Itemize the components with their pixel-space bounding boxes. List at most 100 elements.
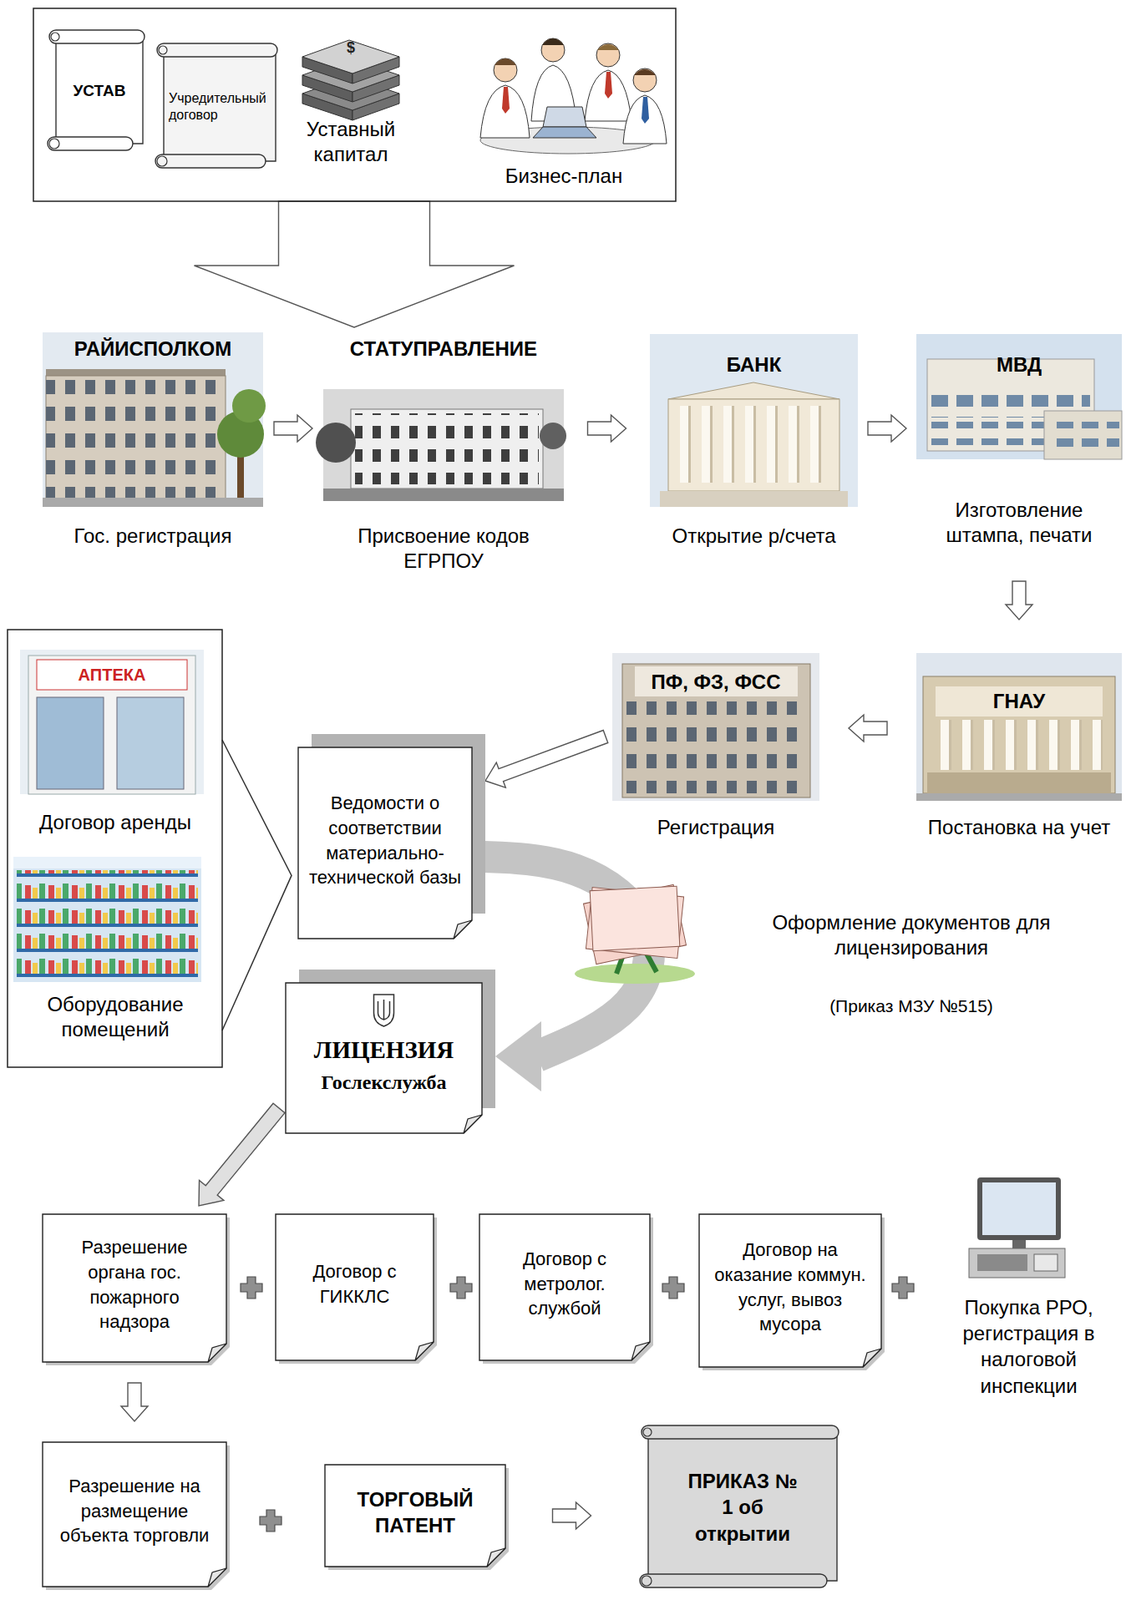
folded-corner — [486, 1548, 506, 1568]
node-text: РАЙИСПОЛКОМ — [42, 336, 264, 362]
block-arrow — [848, 715, 888, 742]
block-arrow — [588, 415, 627, 442]
scroll-document: УСТАВ — [45, 28, 148, 154]
raiispolkom-building — [42, 332, 266, 508]
building-node: РАЙИСПОЛКОМ Гос. регистрация — [42, 334, 264, 549]
node-subtext: Присвоение кодов ЕГРПОУ — [323, 523, 564, 574]
document-box: Договор с ГИККЛС — [275, 1214, 434, 1361]
document-box: Договор на оказание коммун. услуг, вывоз… — [699, 1214, 882, 1368]
document-folder-illustration — [574, 884, 695, 984]
picture-node: Покупка РРО, регистрация в налоговой инс… — [935, 1169, 1122, 1400]
document-box: Разрешение на размещение объекта торговл… — [42, 1442, 227, 1588]
emblem-trident — [378, 999, 391, 1020]
node-text: УСТАВ — [59, 81, 140, 102]
node-text: БАНК — [649, 352, 858, 378]
mvd-building — [916, 334, 1122, 460]
chevron-arrow — [222, 740, 292, 1031]
flow-connector — [588, 415, 627, 442]
order-scroll: ПРИКАЗ № 1 об открытии — [638, 1424, 842, 1592]
node-text: Покупка РРО, регистрация в налоговой инс… — [935, 1294, 1122, 1400]
scroll-curl — [643, 1428, 652, 1437]
scroll-top-roll — [157, 43, 278, 57]
scroll-bottom-roll — [639, 1574, 827, 1588]
node-text: ПРИКАЗ № 1 об открытии — [684, 1468, 801, 1547]
document-box: Договор с метролог. службой — [479, 1214, 650, 1361]
flow-connector — [1005, 581, 1033, 620]
cash-register-picture — [968, 1177, 1066, 1279]
document-outline — [298, 747, 472, 939]
container-box: Договор арендыОборудование помещений — [7, 629, 223, 1068]
reference-note: (Приказ МЗУ №515) — [727, 995, 1096, 1018]
document-outline — [42, 1214, 227, 1363]
business-team-illustration — [480, 38, 667, 154]
node-subtext: Регистрация — [612, 815, 820, 841]
emblem-shield — [374, 994, 395, 1027]
document-box: ТОРГОВЫЙ ПАТЕНТ — [324, 1465, 506, 1568]
block-arrow — [485, 730, 609, 788]
scroll-sheet — [163, 50, 276, 162]
block-arrow — [867, 415, 907, 442]
node-subtext: Постановка на учет — [916, 815, 1122, 841]
node-text: СТАТУПРАВЛЕНИЕ — [323, 336, 564, 362]
flow-connector — [485, 730, 609, 788]
container-box: УСТАВ Учредительный договорУставный капит… — [33, 8, 676, 202]
node-text: Ведомости о соответствии материально-тех… — [308, 791, 462, 891]
folded-corner — [453, 920, 472, 939]
box-border — [33, 8, 676, 202]
block-arrow — [552, 1502, 592, 1530]
block-arrow — [273, 415, 313, 442]
block-arrow — [121, 1383, 148, 1422]
building-node: ГНАУ Постановка на учет — [916, 653, 1122, 841]
document-outline — [479, 1214, 650, 1361]
license-document: ЛИЦЕНЗИЯГослекслужба — [285, 983, 482, 1134]
node-text: Договор с ГИККЛС — [285, 1259, 424, 1309]
block-arrow — [1005, 581, 1033, 620]
pharmacy-photo — [20, 649, 204, 795]
folded-corner — [463, 1115, 482, 1134]
scroll-curl — [158, 45, 168, 55]
document-outline — [699, 1214, 882, 1368]
scroll-outline — [153, 41, 281, 172]
flow-connector — [552, 1502, 592, 1530]
block-arrow — [198, 1103, 285, 1207]
scroll-sheet — [55, 36, 143, 144]
flow-connector — [848, 715, 888, 742]
picture-node: Оборудование помещений — [15, 852, 216, 1043]
folded-corner — [207, 1568, 227, 1588]
folded-corner — [631, 1342, 650, 1361]
building-node: СТАТУПРАВЛЕНИЕ Присвоение кодов ЕГРПОУ — [323, 334, 564, 574]
currency-sign: $ — [340, 38, 361, 58]
flow-connector — [222, 740, 292, 1031]
flow-connector — [121, 1383, 148, 1422]
flow-connector — [198, 1103, 285, 1207]
node-text: Разрешение органа гос. пожарного надзора — [52, 1235, 217, 1335]
node-subtext: Изготовление штампа, печати — [916, 497, 1122, 548]
document-outline — [275, 1214, 434, 1361]
block-arrow — [194, 201, 515, 328]
pension-fund-building — [612, 653, 820, 802]
process-note: Оформление документов для лицензирования — [727, 910, 1096, 961]
building-node: ПФ, ФЗ, ФССРегистрация — [612, 653, 820, 841]
node-text: Договор на оказание коммун. услуг, вывоз… — [709, 1237, 872, 1338]
node-text: ТОРГОВЫЙ ПАТЕНТ — [334, 1486, 496, 1539]
scroll-top-roll — [49, 30, 145, 44]
scroll-curl — [49, 138, 60, 149]
trident-emblem — [374, 994, 395, 1027]
node-text: ЛИЦЕНЗИЯ — [292, 1034, 476, 1066]
node-text: Учредительный договор — [168, 90, 276, 124]
gnau-building — [916, 653, 1122, 802]
document-box: Разрешение органа гос. пожарного надзора — [42, 1214, 227, 1363]
node-subtext: Открытие р/счета — [649, 523, 858, 549]
node-subtext: Гос. регистрация — [42, 523, 264, 549]
statupravlenie-building — [315, 389, 567, 502]
scroll-curl — [50, 32, 60, 41]
flow-connector — [194, 201, 515, 328]
node-text: ГНАУ — [916, 689, 1122, 715]
node-text: Уставный капитал — [288, 116, 414, 168]
picture-node: Бизнес-план — [455, 25, 673, 193]
building-node: БАНК Открытие р/счета — [649, 334, 858, 549]
scroll-sheet — [648, 1432, 837, 1582]
document-outline — [42, 1442, 227, 1588]
node-text: Оборудование помещений — [15, 992, 216, 1043]
